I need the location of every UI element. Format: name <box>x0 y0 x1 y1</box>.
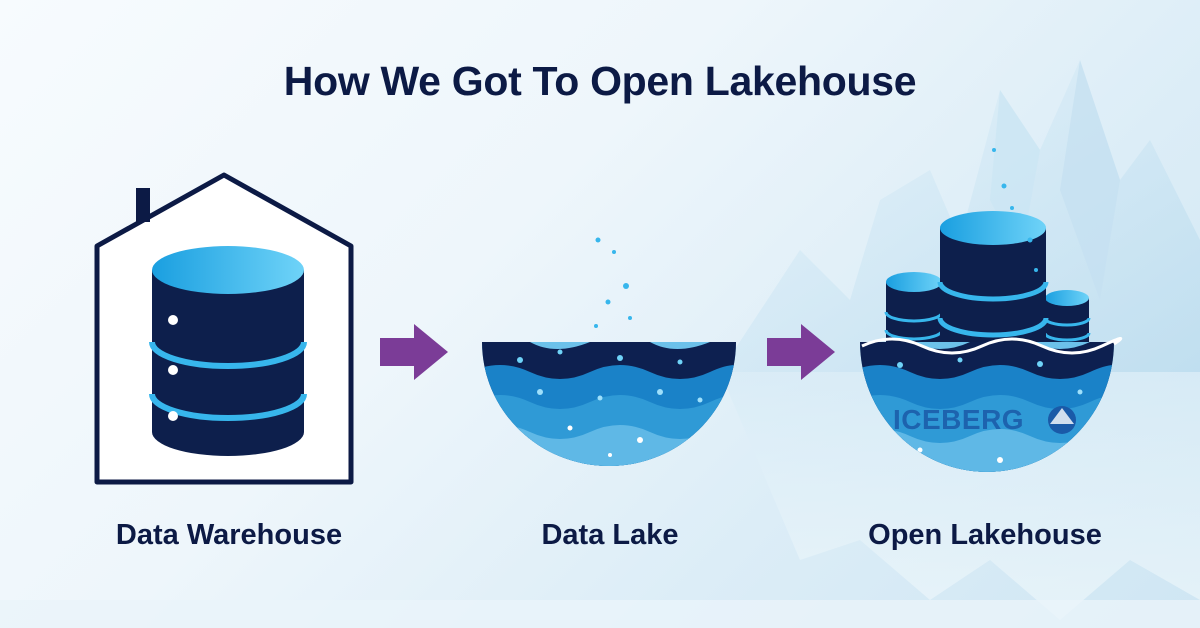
stage-label-open-lakehouse: Open Lakehouse <box>868 519 1102 551</box>
iceberg-logo-text: ICEBERG <box>893 404 1025 435</box>
stage-label-data-warehouse: Data Warehouse <box>115 519 343 551</box>
page-title: How We Got To Open Lakehouse <box>283 58 917 104</box>
stage-label-data-lake: Data Lake <box>541 519 679 551</box>
